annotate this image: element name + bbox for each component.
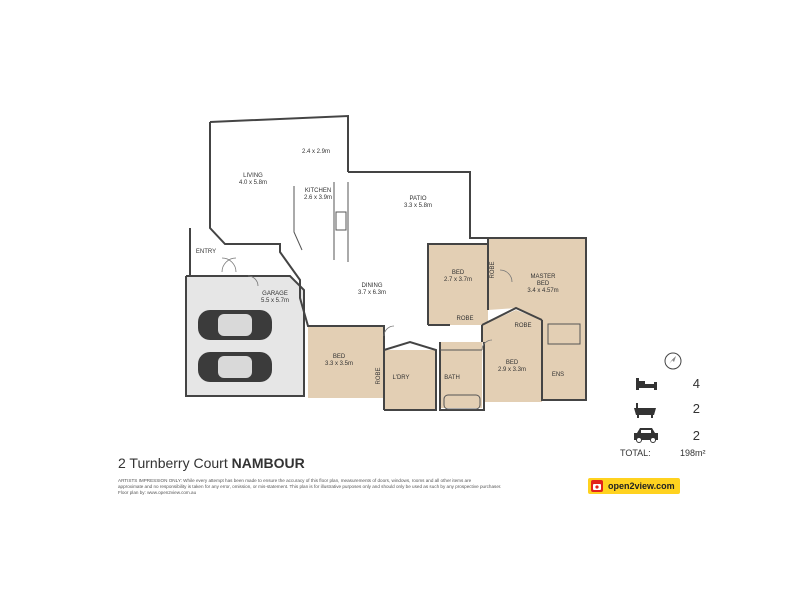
disclaimer-line-1: ARTISTS IMPRESSION ONLY: While every att… [118,478,472,483]
stat-baths-value: 2 [692,401,700,416]
label-robe-bed-3: ROBE [514,323,531,329]
label-garage: GARAGE [262,291,288,297]
car-1 [198,310,272,340]
label-robe-bed-4: ROBE [376,367,382,384]
disclaimer-line-2: approximate and no responsibility is tak… [118,484,502,489]
stat-cars-value: 2 [692,428,700,443]
label-dining-dims: 3.7 x 6.3m [358,290,386,296]
label-garage-dims: 5.5 x 5.7m [261,298,289,304]
address-suburb: NAMBOUR [231,455,305,471]
label-robe-master: ROBE [490,261,496,278]
camera-icon [591,480,603,492]
walls [185,114,587,411]
stat-total: TOTAL: 198m² [620,448,706,458]
label-robe-bed-2: ROBE [456,316,473,322]
label-patio: PATIO [409,196,426,202]
label-entry: ENTRY [196,249,216,255]
label-dining: DINING [362,283,383,289]
label-bed-3: BED [506,360,519,366]
label-bed-2: BED [452,270,465,276]
label-master-dims: 3.4 x 4.57m [527,288,558,294]
label-bed-4: BED [333,354,346,360]
open2view-logo: open2view.com [588,478,680,494]
label-ens: ENS [552,372,564,378]
stat-total-value: 198m² [680,448,706,458]
label-bed-3-dims: 2.9 x 3.3m [498,367,526,373]
label-ldry: L'DRY [392,375,409,381]
kitchen-bench [293,182,581,410]
car-icon [634,428,658,443]
stat-beds-value: 4 [692,376,700,391]
label-bed-2-dims: 2.7 x 3.7m [444,277,472,283]
label-kitchen: KITCHEN [305,188,331,194]
stat-baths: 2 [620,399,700,419]
compass-icon [664,352,682,370]
stat-cars: 2 [620,426,700,446]
label-patio-dims: 3.3 x 5.8m [404,203,432,209]
property-address: 2 Turnberry Court NAMBOUR [118,455,305,471]
stat-beds: 4 [620,374,700,394]
stat-total-label: TOTAL: [620,448,651,458]
disclaimer-line-3: Floor plan by: www.open2view.com.au [118,490,197,495]
label-master: MASTER [530,274,556,280]
label-bath: BATH [444,375,460,381]
disclaimer: ARTISTS IMPRESSION ONLY: While every att… [118,478,548,496]
address-street: 2 Turnberry Court [118,455,228,471]
label-living-dims: 4.0 x 5.8m [239,180,267,186]
room-fills [308,238,586,410]
door-swings [221,257,513,351]
bath-icon [634,403,656,418]
label-master-bed: BED [537,281,550,287]
bed-icon [636,378,657,390]
label-living: LIVING [243,173,263,179]
label-bed-4-dims: 3.3 x 3.5m [325,361,353,367]
car-2 [198,352,272,382]
label-kitchen-dims: 2.6 x 3.9m [304,195,332,201]
label-top-dims: 2.4 x 2.9m [302,149,330,155]
logo-text: open2view.com [608,481,675,491]
